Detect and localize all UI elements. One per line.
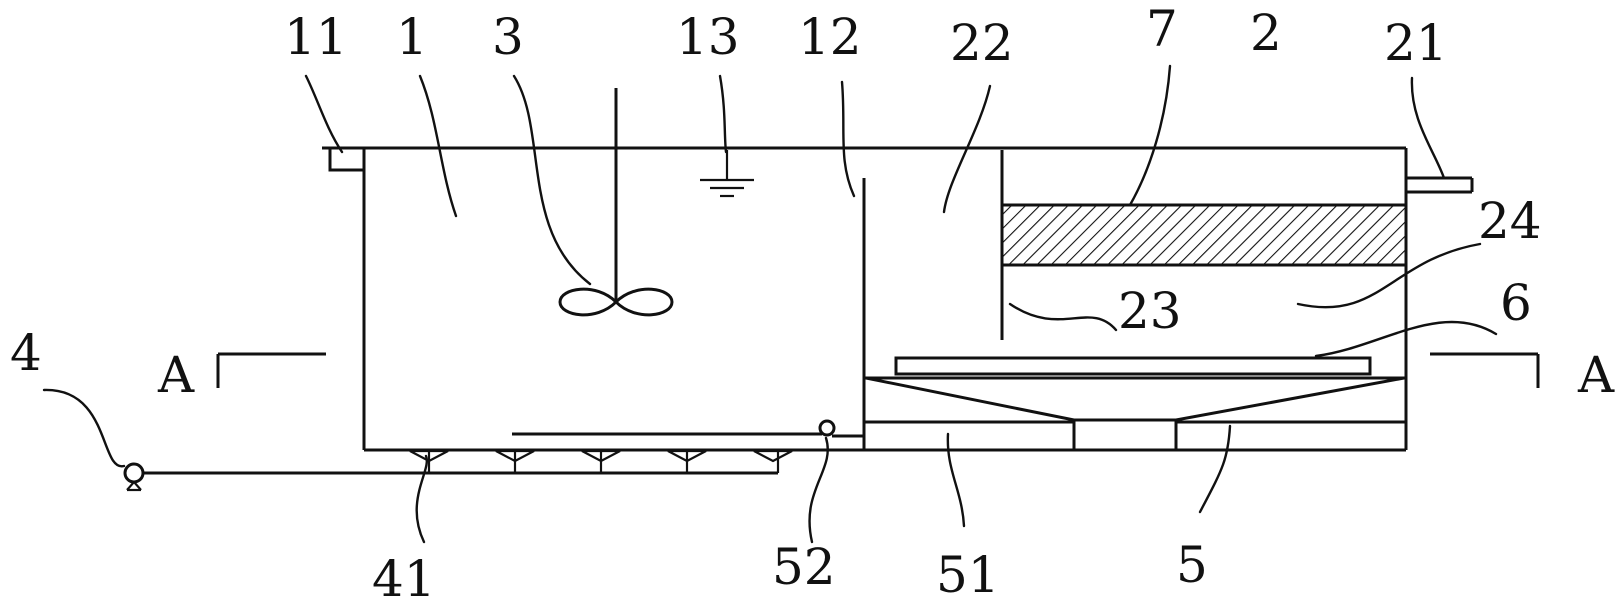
overflow-box (328, 146, 366, 172)
label-41: 41 (372, 550, 436, 608)
label-11: 11 (284, 8, 348, 66)
label-A-right: A (1577, 346, 1615, 404)
label-51: 51 (936, 546, 1000, 604)
diffusers (409, 449, 793, 473)
label-6: 6 (1500, 274, 1532, 332)
label-21: 21 (1384, 14, 1448, 72)
settling-plate (894, 356, 1372, 376)
labels: 11 1 3 13 12 22 7 2 21 24 23 6 4 A A 41 … (10, 0, 1615, 608)
label-A-left: A (157, 346, 195, 404)
section-marker-left (216, 352, 326, 388)
label-7: 7 (1146, 0, 1178, 58)
label-3: 3 (492, 8, 524, 66)
section-marker-right (1430, 352, 1540, 388)
outlet-pipe (1406, 176, 1474, 194)
label-12: 12 (798, 8, 862, 66)
label-1: 1 (396, 8, 428, 66)
label-23: 23 (1118, 282, 1182, 340)
label-4: 4 (10, 324, 42, 382)
aeration-pipe (123, 450, 780, 492)
tank-body (322, 146, 1408, 452)
agitator (558, 88, 674, 317)
label-24: 24 (1478, 192, 1542, 250)
filter-layer (1002, 203, 1406, 267)
label-22: 22 (950, 14, 1014, 72)
label-13: 13 (676, 8, 740, 66)
label-2: 2 (1250, 4, 1282, 62)
sludge-hopper (864, 376, 1406, 450)
leader-lines (42, 64, 1498, 544)
water-level-symbol (700, 150, 754, 198)
label-5: 5 (1176, 536, 1208, 594)
label-52: 52 (772, 538, 836, 596)
return-pipe (512, 419, 864, 438)
